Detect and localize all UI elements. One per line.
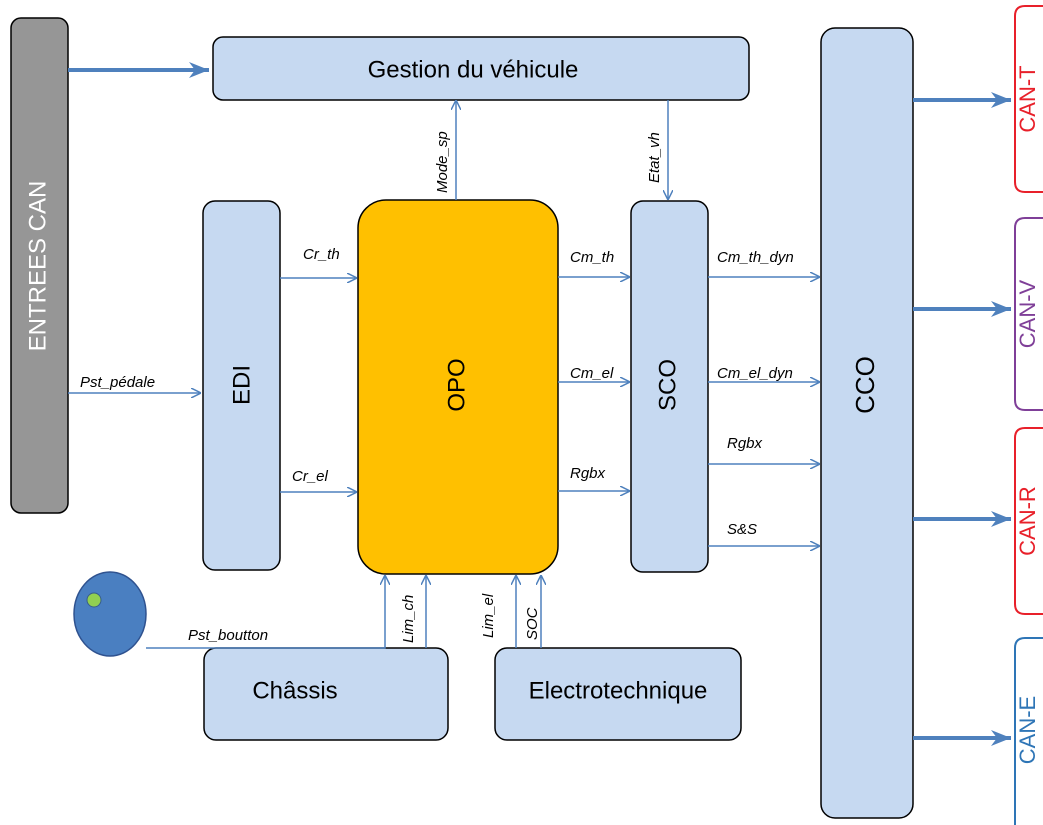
can-v-label: CAN-V [1015,279,1040,348]
chassis-block: Châssis [203,647,449,741]
cr-th-label: Cr_th [303,246,340,263]
pst-pedale-label: Pst_pédale [80,374,155,391]
gestion-vehicule-block: Gestion du véhicule [212,36,750,101]
cco-block: CCO [820,27,914,819]
rgbx-sco-label: Rgbx [727,435,763,452]
edi-label: EDI [228,365,255,405]
can-t-label: CAN-T [1015,65,1040,132]
bus-arrows [913,92,1011,746]
chassis-label: Châssis [252,677,337,704]
opo-label: OPO [443,358,470,411]
rgbx-opo-label: Rgbx [570,465,606,482]
can-r-label: CAN-R [1015,486,1040,556]
gestion-vehicule-label: Gestion du véhicule [368,56,579,83]
edi-block: EDI [202,200,281,571]
can-e-label: CAN-E [1015,696,1040,764]
cm-th-label: Cm_th [570,249,614,266]
etat-vh-label: Etat_vh [646,132,663,183]
button-icon [73,571,147,657]
entrees-can-label: ENTREES CAN [24,181,51,352]
sco-block: SCO [630,200,709,573]
cm-el-label: Cm_el [570,365,614,382]
signal-labels: Pst_pédale Cr_th Cr_el Mode_sp Etat_vh C… [80,131,794,644]
can-t-bus: CAN-T [1014,5,1043,193]
can-e-bus: CAN-E [1014,637,1043,825]
opo-block: OPO [357,199,559,575]
cco-label: CCO [850,356,880,414]
electrotechnique-block: Electrotechnique [494,647,742,741]
mode-sp-label: Mode_sp [434,131,451,193]
cr-el-label: Cr_el [292,468,329,485]
cm-el-dyn-label: Cm_el_dyn [717,365,793,382]
soc-label: SOC [524,607,541,640]
can-v-bus: CAN-V [1014,217,1043,411]
lim-ch-label: Lim_ch [400,595,417,643]
sco-label: SCO [654,359,681,411]
pst-boutton-label: Pst_boutton [188,627,268,644]
ss-label: S&S [727,521,757,538]
can-r-bus: CAN-R [1014,427,1043,615]
signal-arrows [68,100,819,649]
electrotechnique-label: Electrotechnique [529,677,708,704]
lim-el-label: Lim_el [480,593,497,638]
pst-boutton-arrow [146,576,385,649]
cm-th-dyn-label: Cm_th_dyn [717,249,794,266]
entrees-can-block: ENTREES CAN [10,17,69,514]
